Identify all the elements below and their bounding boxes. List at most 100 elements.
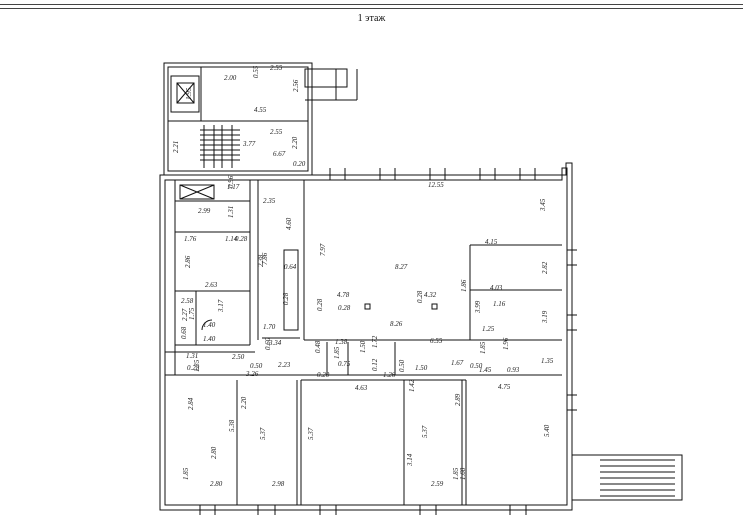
top-frame-rule xyxy=(0,4,743,9)
dimension-label: 0.28 xyxy=(282,292,290,305)
service-box xyxy=(179,184,215,200)
lift-shaft xyxy=(170,75,200,113)
dimension-label: 0.28 xyxy=(416,290,424,303)
column xyxy=(431,303,438,310)
dimension-label: 6.67 xyxy=(273,150,286,158)
dimension-label: 2.55 xyxy=(270,64,283,72)
column xyxy=(364,303,371,310)
dimension-label: 5.40 xyxy=(543,424,551,437)
dimension-label: 2.21 xyxy=(172,141,180,153)
upper-annex-outer-wall xyxy=(163,62,313,176)
dimension-label: 1.31 xyxy=(186,352,198,360)
main-inner-wall xyxy=(164,167,568,506)
dimension-label: 0.75 xyxy=(338,360,351,368)
lift-cabin xyxy=(176,82,195,104)
dimension-label: 2.20 xyxy=(240,396,248,409)
dimension-label: 7.86 xyxy=(261,252,269,265)
dimension-label: 1.68 xyxy=(459,467,467,480)
dimension-label: 1.40 xyxy=(203,321,216,329)
dimension-label: 1.42 xyxy=(408,379,416,392)
dimension-label: 0.28 xyxy=(187,364,200,372)
dimension-label: 4.03 xyxy=(490,284,503,292)
dimension-label: 4.32 xyxy=(424,291,437,299)
main-outer-wall xyxy=(159,162,573,511)
dimension-label: 2.35 xyxy=(263,197,276,205)
dimension-label: 0.12 xyxy=(371,358,379,371)
dimension-label: 2.27 xyxy=(181,308,189,321)
annex-entrance-stair xyxy=(304,68,348,88)
dimension-label: 3.45 xyxy=(539,198,547,212)
dimension-label: 1.86 xyxy=(460,279,468,292)
dimension-label: 1.25 xyxy=(482,325,495,333)
dimension-label: 5.38 xyxy=(228,419,236,432)
dimension-label: 2.20 xyxy=(291,136,299,149)
dimension-label: 0.96 xyxy=(227,175,235,188)
dimension-label: 2.56 xyxy=(292,79,300,92)
dimension-label: 2.80 xyxy=(210,446,218,459)
corridor-column xyxy=(283,249,299,331)
dimension-label: 3.26 xyxy=(245,370,259,378)
dimension-label: 0.68 xyxy=(180,326,188,339)
dimension-label: 4.78 xyxy=(337,291,350,299)
dimension-label: 0.55 xyxy=(252,65,260,78)
right-entrance-stair xyxy=(571,454,683,501)
dimension-label: 0.50 xyxy=(470,362,483,370)
dimension-label: 4.75 xyxy=(498,383,511,391)
dimension-label: 3.17 xyxy=(217,299,225,313)
dimension-label: 2.23 xyxy=(278,361,291,369)
dimension-label: 4.55 xyxy=(254,106,267,114)
dimension-label: 5.37 xyxy=(421,425,429,438)
dimension-label: 1.85 xyxy=(182,467,190,480)
dimension-label: 1.26 xyxy=(383,371,396,379)
dimension-label: 1.35 xyxy=(541,357,554,365)
dimension-label: 1.31 xyxy=(227,206,235,218)
dimension-label: 1.14 xyxy=(225,235,238,243)
dimension-label: 1.96 xyxy=(502,337,510,350)
dimension-label: 6.55 xyxy=(430,337,443,345)
dimension-label: 2.55 xyxy=(270,128,283,136)
dimension-label: 2.89 xyxy=(454,393,462,406)
dimension-label: 4.60 xyxy=(285,217,293,230)
dimension-label: 1.95 xyxy=(185,87,193,100)
dimension-label: 1.67 xyxy=(451,359,464,367)
annex-staircase xyxy=(200,125,240,168)
dimension-label: 1.17 xyxy=(227,183,240,191)
dimension-label: 0.50 xyxy=(250,362,263,370)
dimension-label: 8.26 xyxy=(390,320,403,328)
dimension-label: 0.64 xyxy=(284,263,297,271)
dimension-label: 1.70 xyxy=(263,323,276,331)
dimension-label: 1.50 xyxy=(359,340,367,353)
dimension-label: 1.85 xyxy=(479,341,487,354)
dimension-label: 1.85 xyxy=(452,467,460,480)
dimension-label: 1.72 xyxy=(371,335,379,348)
dimension-label: 1.45 xyxy=(479,366,492,374)
lift-cross xyxy=(176,82,195,104)
dimension-label: 0.48 xyxy=(314,340,322,353)
dimension-label: 0.20 xyxy=(317,371,330,379)
dimension-label: 5.37 xyxy=(259,427,267,440)
dimension-label: 0.93 xyxy=(507,366,520,374)
dimension-label: 12.55 xyxy=(428,181,444,189)
dimension-label: 0.50 xyxy=(398,359,406,372)
dimension-label: 1.50 xyxy=(415,364,428,372)
dimension-label: 3.34 xyxy=(268,339,282,347)
window-marks xyxy=(199,168,577,515)
dimension-label: 5.37 xyxy=(307,427,315,440)
service-box xyxy=(179,184,215,200)
dimension-label: 1.16 xyxy=(493,300,506,308)
dimension-label: 2.86 xyxy=(184,255,192,268)
dimension-label: 0.28 xyxy=(316,298,324,311)
dimension-label: 0.28 xyxy=(235,235,248,243)
dimension-label: 2.50 xyxy=(232,353,245,361)
floor-title: 1 этаж xyxy=(357,13,386,24)
dimension-label: 1.35 xyxy=(193,359,201,372)
dimension-label: 2.63 xyxy=(205,281,218,289)
dimension-label: 2.80 xyxy=(210,480,223,488)
dimension-label: 2.99 xyxy=(198,207,211,215)
dimension-label: 1.76 xyxy=(184,235,197,243)
dimension-label: 0.28 xyxy=(338,304,351,312)
dimension-label: 2.82 xyxy=(541,261,549,274)
door-swing xyxy=(201,319,213,331)
